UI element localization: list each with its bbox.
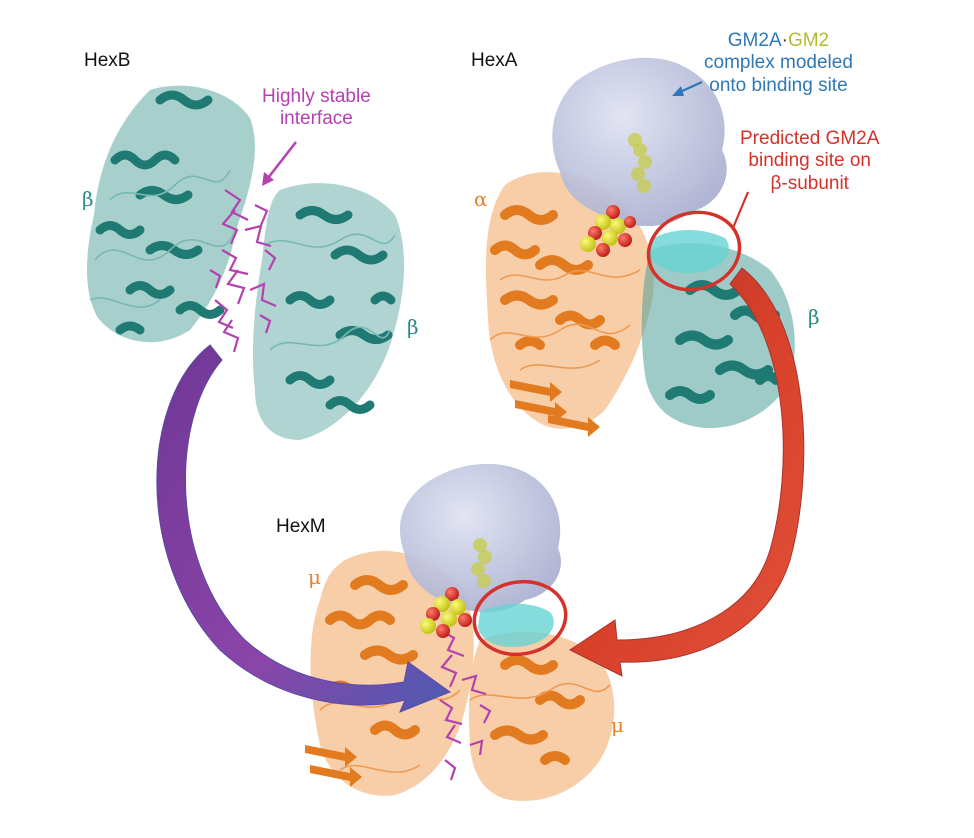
red-curved-arrow [569, 267, 805, 677]
hexa-alpha-label: α [474, 187, 488, 211]
gm2a-complex-line1: GM2A·GM2 [704, 30, 853, 52]
hexm-gm2-ligand [420, 538, 492, 638]
hexb-beta-right-label: β [407, 315, 419, 339]
hexa-structure [485, 57, 795, 437]
hexa-alpha-loops [489, 269, 641, 371]
hexb-beta-left-label: β [82, 187, 94, 211]
hexm-interface-sticks [439, 629, 492, 781]
gm2a-dot: · [781, 30, 788, 51]
binding-site-line3: β-subunit [770, 172, 849, 194]
hexm-sheets [305, 745, 362, 787]
hexa-alpha-helices [490, 205, 620, 350]
interface-annotation-line2: interface [279, 108, 353, 130]
gm2a-complex-line3: onto binding site [709, 74, 848, 96]
interface-annotation-line1: Highly stable [262, 86, 371, 107]
gm2a-complex-annotation: GM2A·GM2 complex modeled onto binding si… [704, 30, 853, 97]
hexm-mu-right-body [469, 631, 615, 801]
binding-site-line1: Predicted GM2A [740, 128, 880, 149]
hexb-loops [89, 169, 396, 351]
binding-site-leader-line [731, 191, 750, 229]
hexb-label: HexB [84, 50, 131, 71]
hexb-interface-sticks [209, 189, 277, 353]
purple-curved-arrow [156, 344, 452, 713]
hexb-helices-left [95, 90, 225, 335]
hexm-binding-site-ellipse [472, 579, 568, 657]
hexa-binding-site-ellipse [646, 210, 742, 292]
interface-annotation: Highly stable interface [262, 86, 371, 131]
interface-pointer-arrow [262, 141, 297, 186]
hexb-beta-left-body [87, 85, 255, 343]
hexm-structure [305, 463, 615, 801]
hexm-gm2a-surface [399, 463, 562, 612]
hexm-label: HexM [276, 516, 326, 537]
hexa-beta-label: β [808, 305, 820, 329]
hexm-mu-left-label: μ [308, 565, 321, 589]
gm2a-complex-line2: complex modeled [704, 52, 853, 74]
hexm-mu-right-label: μ [611, 713, 624, 737]
hexa-gm2-ligand [580, 133, 652, 257]
hexa-label: HexA [471, 50, 518, 71]
binding-site-annotation: Predicted GM2A binding site on β-subunit [740, 128, 879, 195]
binding-site-line2: binding site on [748, 150, 871, 172]
gm2a-pointer-arrow [672, 80, 703, 96]
gm2-text: GM2 [787, 30, 830, 51]
gm2a-text: GM2A [727, 30, 782, 51]
hexa-alpha-sheets [510, 380, 600, 437]
hexb-helices-right [285, 206, 396, 414]
hexb-structure [87, 85, 405, 441]
hexa-binding-site [650, 229, 729, 274]
hexm-binding-site [478, 603, 554, 648]
